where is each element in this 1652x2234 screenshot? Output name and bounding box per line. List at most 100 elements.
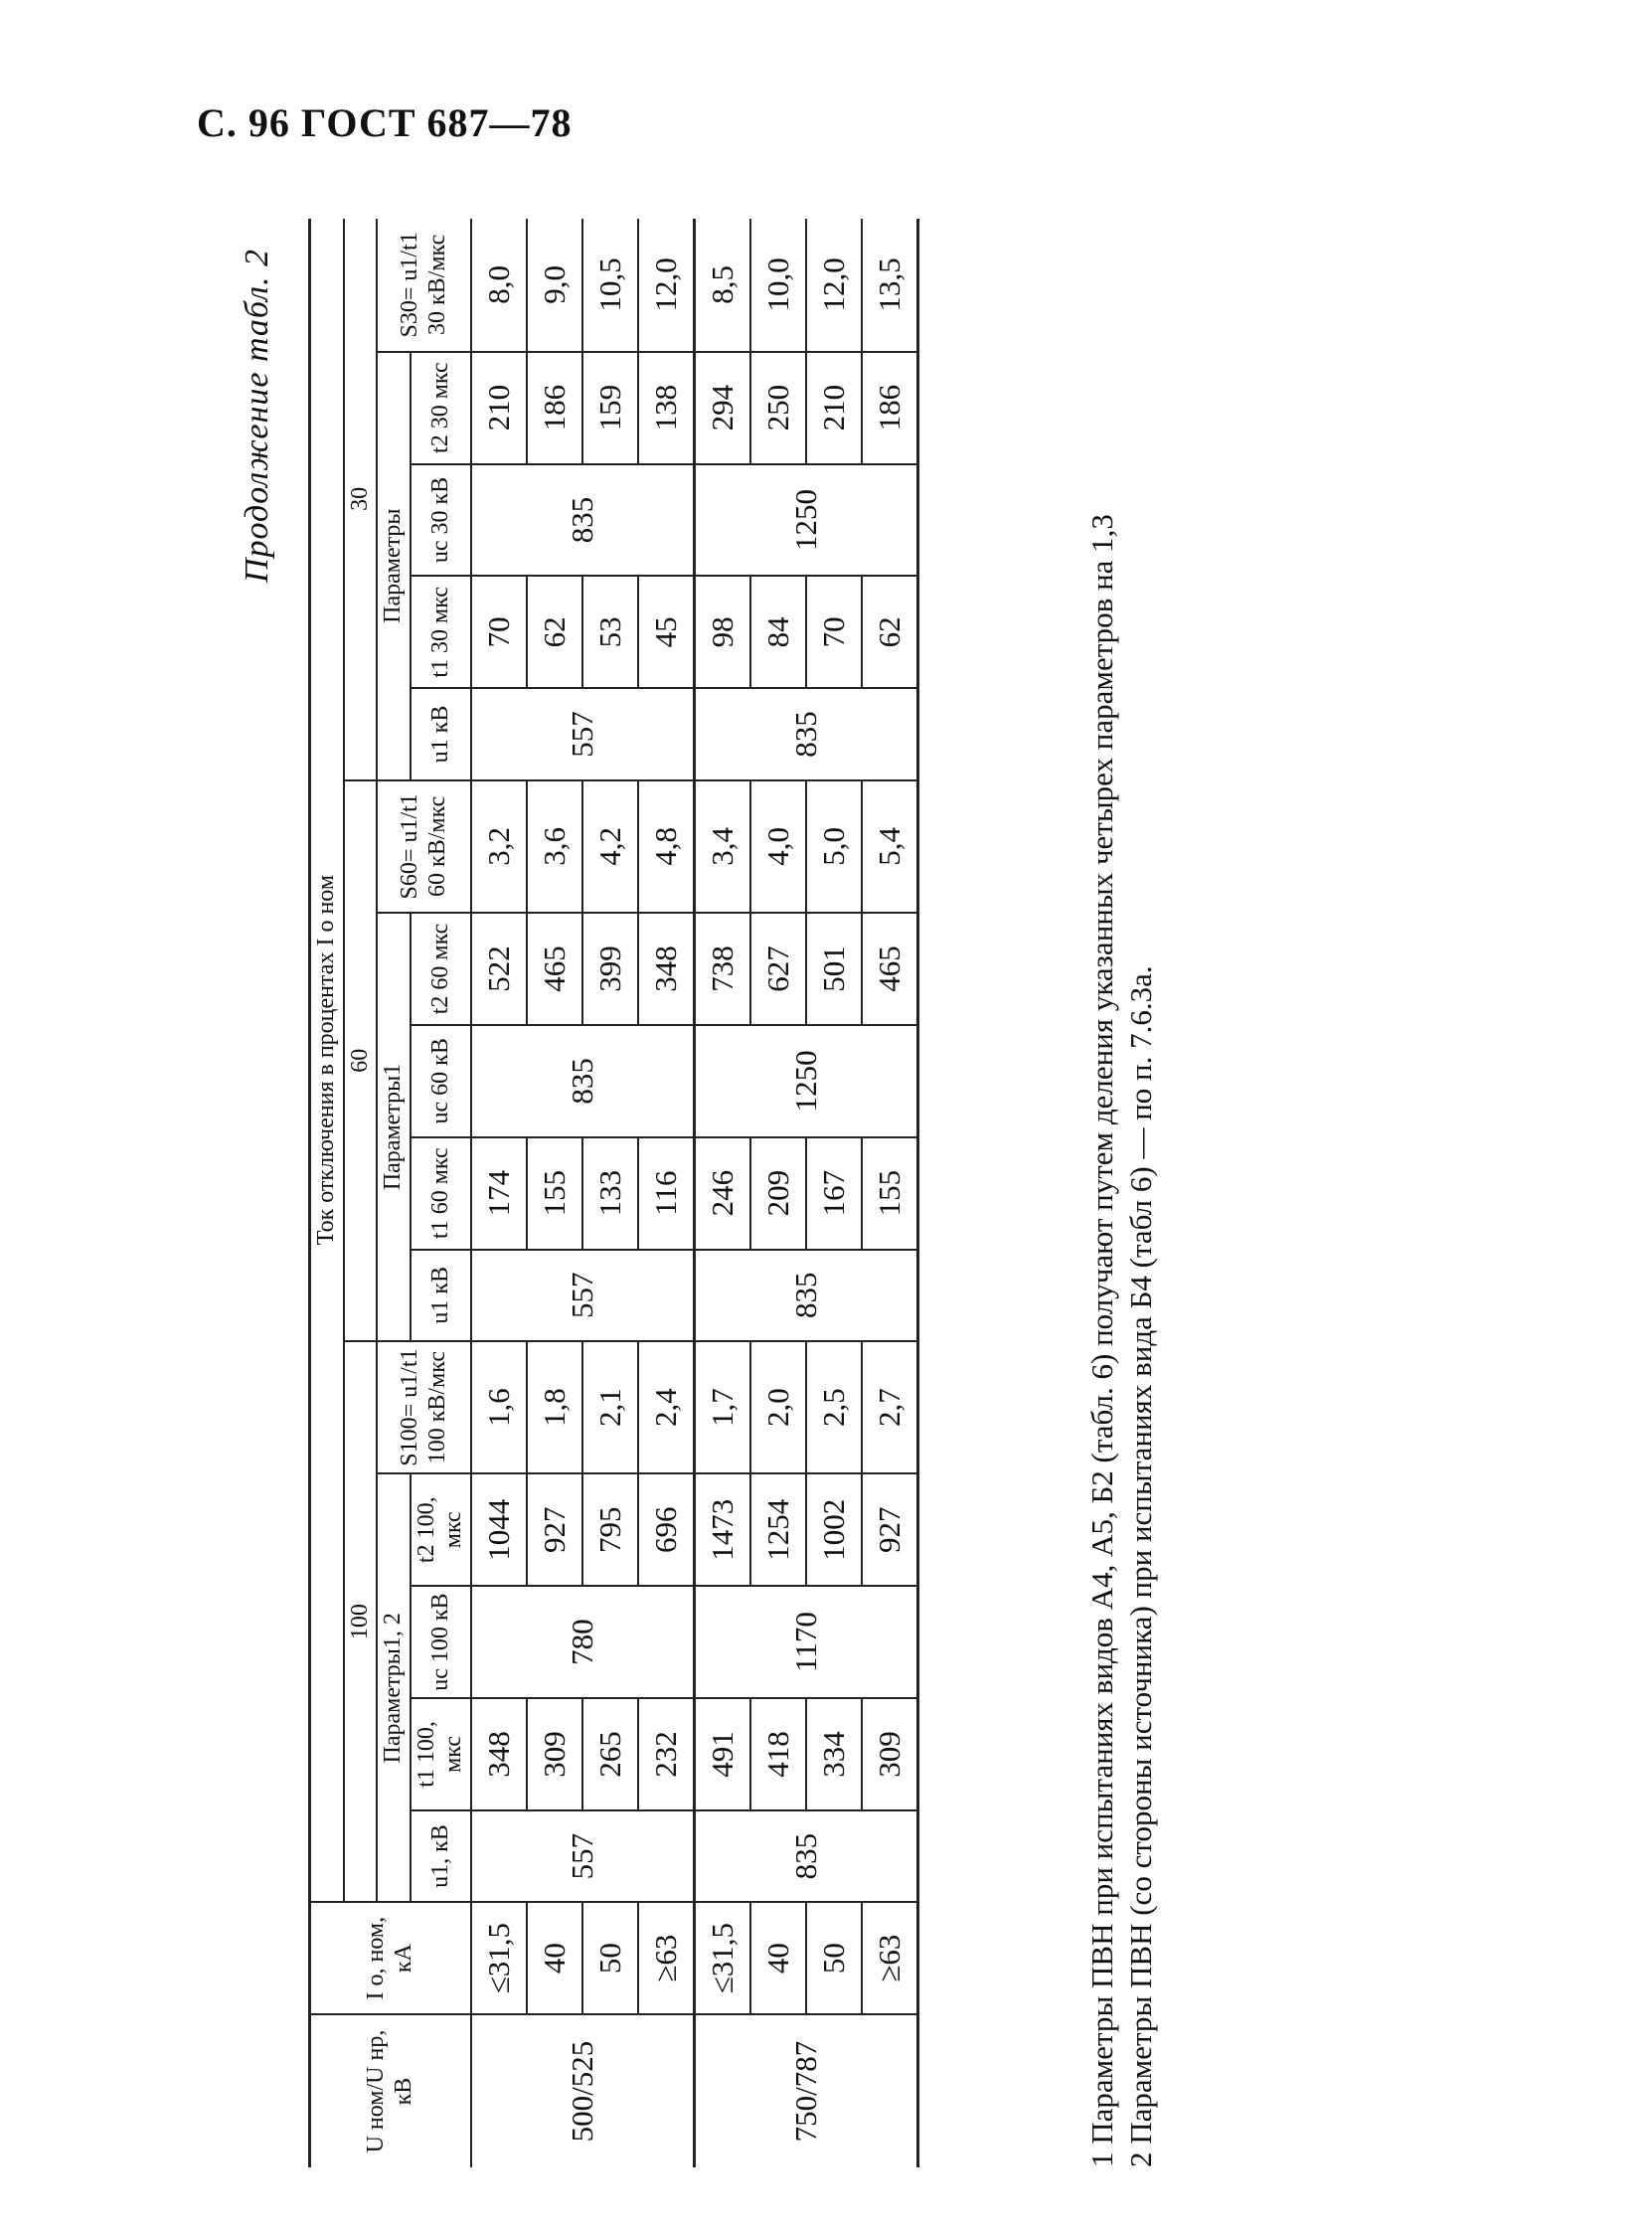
cell-t1-100: 491 [694,1698,750,1810]
cell-t2-60: 399 [581,913,638,1025]
header-s-30: S30= u1/t1 30 кВ/мкс [377,219,471,352]
page-header: С. 96 ГОСТ 687—78 [197,100,573,145]
cell-i: 50 [805,1902,862,2015]
cell-u1-60: 557 [470,1249,695,1341]
header-t1-60: t1 60 мкс [410,1136,471,1250]
cell-s30: 10,0 [749,219,806,352]
cell-t1-60: 174 [470,1136,527,1250]
cell-t2-30: 250 [749,351,806,464]
cell-t1-30: 62 [861,576,918,689]
cell-t1-60: 116 [637,1136,695,1250]
header-pct-60: 60 [343,779,378,1341]
cell-t2-60: 465 [526,913,582,1025]
cell-t1-100: 418 [749,1698,806,1810]
cell-t1-60: 155 [526,1136,582,1250]
cell-s60: 5,4 [861,779,918,914]
footnotes: 1 Параметры ПВН при испытаниях видов А4,… [1083,219,1161,2167]
cell-t2-100: 1002 [805,1473,862,1587]
cell-s30: 12,0 [805,219,862,352]
cell-t1-100: 232 [637,1698,695,1810]
cell-u1-60: 835 [694,1249,918,1341]
data-table: U ном/U нр, кВ I о, ном, кА Ток отключен… [308,219,919,2167]
cell-t1-100: 309 [861,1698,918,1810]
cell-u1-100: 835 [694,1809,918,1903]
header-params-100: Параметры1, 2 [377,1473,411,1903]
cell-s100: 1,6 [470,1340,527,1474]
cell-i: 40 [749,1902,806,2015]
cell-t1-60: 209 [749,1136,806,1250]
cell-t1-60: 167 [805,1136,862,1250]
header-t2-100: t2 100, мкс [410,1473,471,1587]
cell-s100: 2,1 [581,1340,638,1474]
header-t2-60: t2 60 мкс [410,913,471,1025]
cell-t2-60: 627 [749,913,806,1025]
cell-t1-30: 98 [694,576,750,689]
header-i: I о, ном, кА [309,1902,471,2015]
cell-i: ≤31,5 [694,1902,750,2015]
header-u: U ном/U нр, кВ [309,2014,471,2167]
header-u1-60: u1 кВ [410,1249,471,1341]
cell-t1-100: 334 [805,1698,862,1810]
cell-uc-100: 780 [470,1586,695,1699]
cell-t1-60: 246 [694,1136,750,1250]
cell-t2-30: 159 [581,351,638,464]
cell-uc-30: 1250 [694,463,918,577]
cell-t2-30: 294 [694,351,750,464]
header-t1-30: t1 30 мкс [410,576,471,689]
cell-t1-30: 70 [805,576,862,689]
cell-t1-100: 265 [581,1698,638,1810]
cell-s60: 3,2 [470,779,527,914]
cell-i: ≥63 [637,1902,695,2015]
table-caption: Продолжение табл. 2 [239,249,275,584]
header-s-100: S100= u1/t1 100 кВ/мкс [377,1340,471,1474]
header-pct-30: 30 [343,219,378,780]
cell-t2-100: 927 [526,1473,582,1587]
header-uc-60: uc 60 кВ [410,1024,471,1137]
cell-u: 750/787 [694,2014,918,2167]
cell-t1-60: 155 [861,1136,918,1250]
cell-t2-60: 738 [694,913,750,1025]
rotated-table-block: Продолжение табл. 2 U ном/U нр, кВ I о, … [239,219,1233,2167]
cell-t1-30: 53 [581,576,638,689]
cell-t1-100: 348 [470,1698,527,1810]
cell-t1-30: 84 [749,576,806,689]
cell-u1-30: 835 [694,688,918,780]
header-s-60: S60= u1/t1 60 кВ/мкс [377,779,471,914]
cell-i: 50 [581,1902,638,2015]
header-params-60: Параметры1 [377,913,411,1341]
cell-t2-100: 1473 [694,1473,750,1587]
cell-t2-30: 138 [637,351,695,464]
cell-t2-100: 696 [637,1473,695,1587]
cell-s30: 13,5 [861,219,918,352]
header-current: Ток отключения в процентах I о ном [309,219,344,1903]
header-uc-100: uc 100 кВ [410,1586,471,1699]
cell-uc-60: 835 [470,1024,695,1137]
cell-s100: 2,5 [805,1340,862,1474]
cell-s60: 4,2 [581,779,638,914]
cell-t2-30: 210 [470,351,527,464]
table-row: 750/787 ≤31,5 835 491 1170 1473 1,7 835 … [694,219,918,2167]
cell-i: ≥63 [861,1902,918,2015]
cell-s60: 3,4 [694,779,750,914]
cell-uc-60: 1250 [694,1024,918,1137]
cell-t2-100: 1254 [749,1473,806,1587]
cell-i: ≤31,5 [470,1902,527,2015]
cell-t2-100: 927 [861,1473,918,1587]
cell-u: 500/525 [470,2014,695,2167]
cell-u1-30: 557 [470,688,695,780]
header-params-30: Параметры [377,351,411,780]
cell-t1-30: 62 [526,576,582,689]
cell-s100: 1,7 [694,1340,750,1474]
cell-u1-100: 557 [470,1809,695,1903]
header-t1-100: t1 100, мкс [410,1698,471,1810]
table-row: 500/525 ≤31,5 557 348 780 1044 1,6 557 1… [470,219,695,2167]
cell-s100: 2,0 [749,1340,806,1474]
header-t2-30: t2 30 мкс [410,351,471,464]
cell-t2-60: 348 [637,913,695,1025]
cell-s60: 4,8 [637,779,695,914]
cell-s60: 3,6 [526,779,582,914]
header-u1-100: u1, кВ [410,1809,471,1903]
cell-s100: 2,4 [637,1340,695,1474]
cell-s100: 1,8 [526,1340,582,1474]
cell-t2-100: 1044 [470,1473,527,1587]
